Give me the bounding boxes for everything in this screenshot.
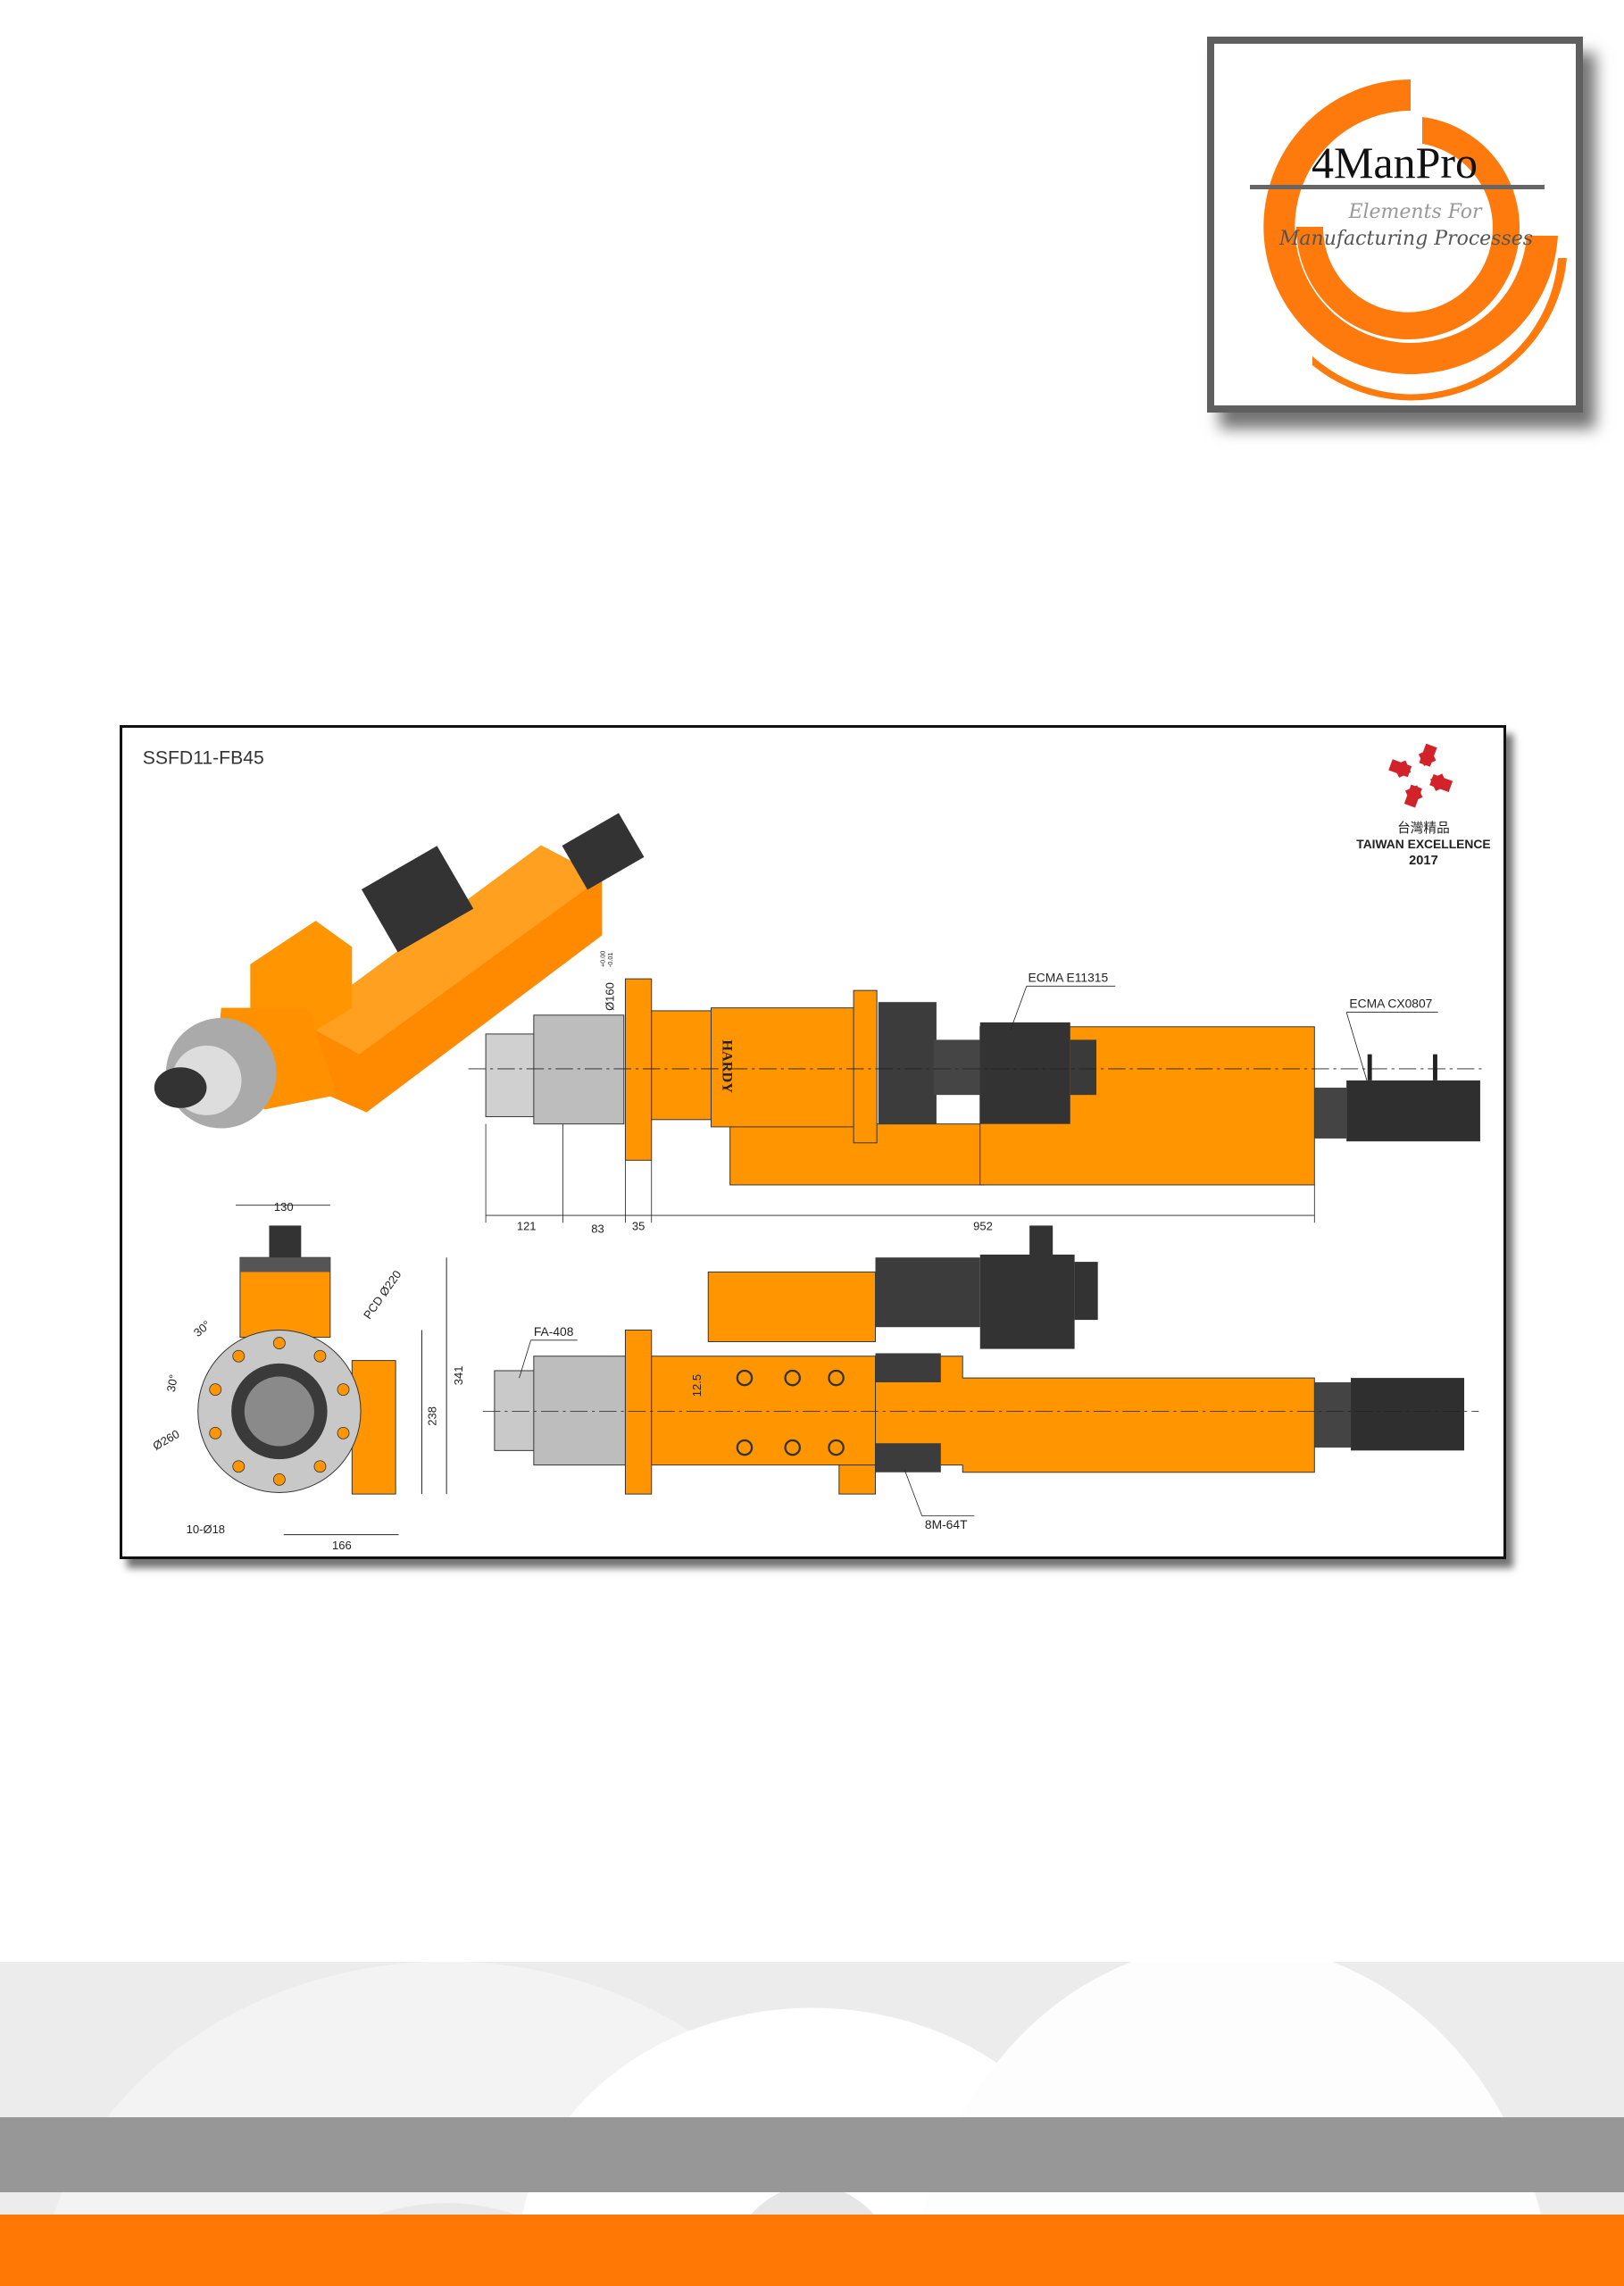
- drawing-title: SSFD11-FB45: [143, 748, 264, 769]
- callout-angle-1: 30°: [191, 1318, 213, 1339]
- dim-166: 166: [332, 1539, 352, 1552]
- technical-drawing: SSFD11-FB45 台灣精品 TAIWAN EXCELLENCE 2017: [120, 725, 1506, 1559]
- offset-dim: 12.5: [690, 1374, 704, 1397]
- tolerance-minus: -0.01: [606, 953, 614, 968]
- callout-pcd: PCD Ø220: [361, 1268, 404, 1322]
- footer-grey-band: [0, 2117, 1624, 2192]
- callout-bolts: 10-Ø18: [187, 1523, 225, 1536]
- dim-121: 121: [517, 1219, 537, 1232]
- end-view: 130 341 238 166 10-Ø18 Ø260 PCD Ø220 30°…: [150, 1200, 465, 1552]
- badge-chinese: 台灣精品: [1397, 821, 1450, 836]
- dim-83: 83: [591, 1222, 604, 1236]
- callout-motor-small: ECMA CX0807: [1349, 997, 1432, 1011]
- dim-238: 238: [426, 1406, 439, 1426]
- top-view: 12.5 FA-408 8M-64T: [482, 1225, 1479, 1531]
- taiwan-excellence-badge: 台灣精品 TAIWAN EXCELLENCE 2017: [1356, 743, 1491, 868]
- isometric-view: [154, 813, 645, 1129]
- spindle-diameter: Ø160: [603, 982, 616, 1011]
- callout-angle-2: 30°: [164, 1373, 180, 1393]
- dim-341: 341: [452, 1366, 465, 1386]
- dim-952: 952: [973, 1219, 993, 1232]
- company-logo: 4ManPro Elements For Manufacturing Proce…: [1207, 37, 1583, 413]
- badge-year: 2017: [1409, 854, 1438, 868]
- callout-collet: FA-408: [534, 1324, 574, 1339]
- logo-brand: 4ManPro: [1312, 138, 1478, 188]
- callout-motor-main: ECMA E11315: [1029, 970, 1109, 984]
- logo-tagline-2: Manufacturing Processes: [1278, 228, 1533, 250]
- footer-orange-band: [0, 2215, 1624, 2286]
- logo-tagline-1: Elements For: [1347, 201, 1483, 223]
- callout-belt: 8M-64T: [925, 1517, 968, 1531]
- dim-35: 35: [632, 1219, 645, 1232]
- tolerance-plus: +0.00: [599, 951, 607, 967]
- dim-130: 130: [274, 1200, 294, 1214]
- side-view: HARDY 121 83 35 952 Ø160 +0.00 -0.01 ECM…: [468, 951, 1487, 1236]
- brand-mark: HARDY: [720, 1039, 736, 1093]
- callout-flange-diameter: Ø260: [150, 1427, 181, 1453]
- badge-line: TAIWAN EXCELLENCE: [1356, 837, 1490, 851]
